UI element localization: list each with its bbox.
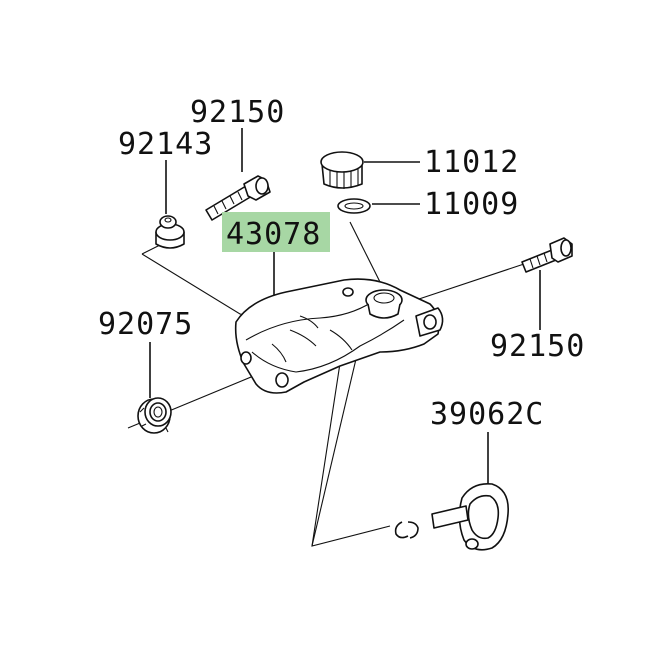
clip-icon [394,521,419,539]
label-92143: 92143 [118,127,213,162]
label-92075: 92075 [98,307,193,342]
label-11012: 11012 [424,145,519,180]
gasket-11009-icon [337,198,371,214]
hose-39062c-icon [431,482,509,551]
reservoir-43078-icon [234,278,444,394]
collar-92143-icon [155,215,185,249]
grommet-92075-icon [137,397,172,434]
label-92150-right: 92150 [490,329,585,364]
label-43078: 43078 [226,217,321,252]
label-39062c: 39062C [430,397,544,432]
bolt-92150-top-icon [205,175,271,221]
highlight-43078 [222,212,330,252]
label-11009: 11009 [424,187,519,222]
cap-11012-icon [320,151,364,189]
bolt-92150-right-icon [521,237,573,273]
label-92150-top: 92150 [190,95,285,130]
